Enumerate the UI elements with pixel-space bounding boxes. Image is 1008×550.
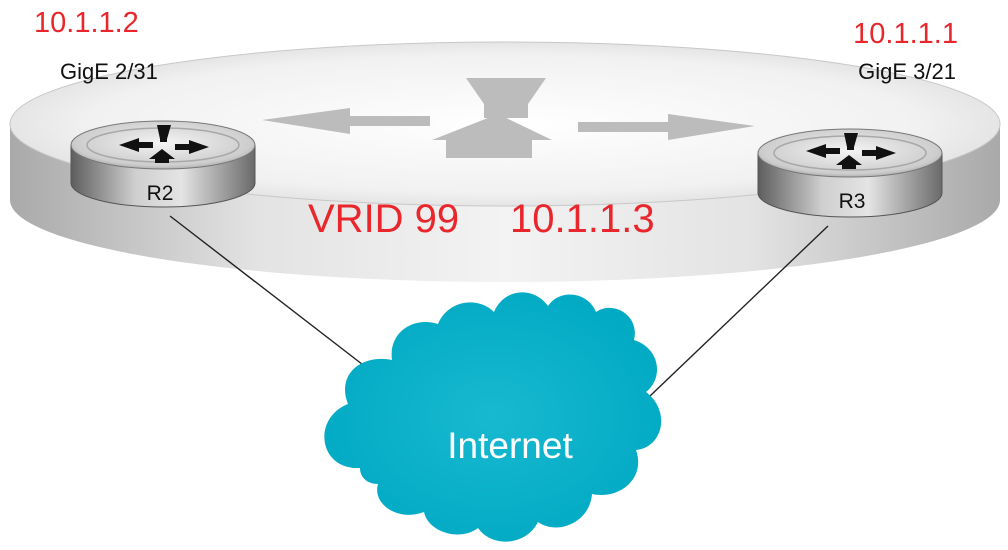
router-r3[interactable] (757, 128, 943, 218)
virtual-ip-label: 10.1.1.3 (510, 197, 655, 241)
internet-label: Internet (447, 425, 573, 466)
vrid-label: VRID 99 (308, 197, 459, 241)
router-icon (806, 133, 896, 169)
router-r3-name: R3 (839, 190, 866, 213)
router-r3-ip: 10.1.1.1 (853, 18, 958, 50)
disc-arrows-icon (262, 78, 755, 158)
link-r3-internet (649, 225, 829, 397)
link-r2-internet (169, 215, 381, 379)
router-icon (119, 125, 209, 163)
router-r2-name: R2 (147, 182, 174, 205)
router-r2-ip: 10.1.1.2 (34, 7, 139, 39)
internet-cloud-icon[interactable] (324, 292, 662, 542)
router-r2-port: GigE 2/31 (60, 59, 158, 84)
router-r3-port: GigE 3/21 (858, 59, 956, 84)
router-r2[interactable] (70, 120, 256, 208)
vrrp-disc-icon (9, 41, 1001, 282)
